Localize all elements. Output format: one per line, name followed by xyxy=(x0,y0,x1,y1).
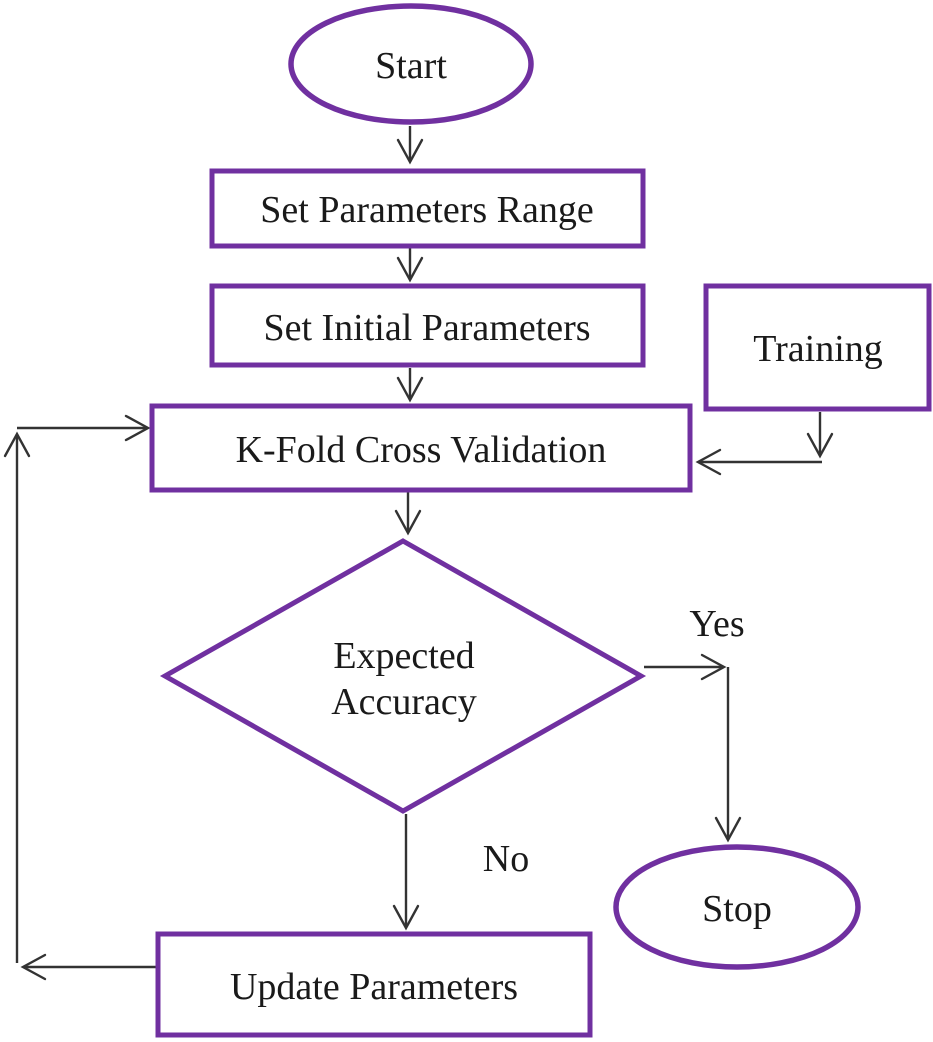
kfold-cross-validation-label: K-Fold Cross Validation xyxy=(236,429,607,471)
expected-accuracy-label-line1: Expected xyxy=(333,635,474,677)
update-parameters-shape xyxy=(155,931,593,1038)
kfold-cross-validation-shape xyxy=(149,403,693,493)
expected-accuracy-label-line2: Accuracy xyxy=(331,681,477,723)
stop-label: Stop xyxy=(702,888,772,930)
start-label: Start xyxy=(375,45,447,87)
training-label: Training xyxy=(753,328,883,370)
set-parameters-range-shape xyxy=(209,168,646,249)
node-expected-accuracy: Expected Accuracy xyxy=(159,538,647,814)
edge-label-yes: Yes xyxy=(689,603,744,645)
node-update-parameters: Update Parameters xyxy=(155,931,593,1038)
node-stop: Stop xyxy=(613,844,861,970)
node-set-initial-parameters: Set Initial Parameters xyxy=(209,283,646,368)
node-start: Start xyxy=(288,3,534,125)
training-shape xyxy=(703,283,932,412)
node-training: Training xyxy=(703,283,932,412)
node-kfold-cross-validation: K-Fold Cross Validation xyxy=(149,403,693,493)
start-terminator-shape xyxy=(288,3,534,125)
set-parameters-range-label: Set Parameters Range xyxy=(260,189,593,231)
edge-label-no: No xyxy=(483,838,529,880)
node-set-parameters-range: Set Parameters Range xyxy=(209,168,646,249)
expected-accuracy-decision-shape xyxy=(159,538,647,814)
update-parameters-label: Update Parameters xyxy=(230,966,518,1008)
set-initial-parameters-shape xyxy=(209,283,646,368)
stop-terminator-shape xyxy=(613,844,861,970)
set-initial-parameters-label: Set Initial Parameters xyxy=(263,307,590,349)
